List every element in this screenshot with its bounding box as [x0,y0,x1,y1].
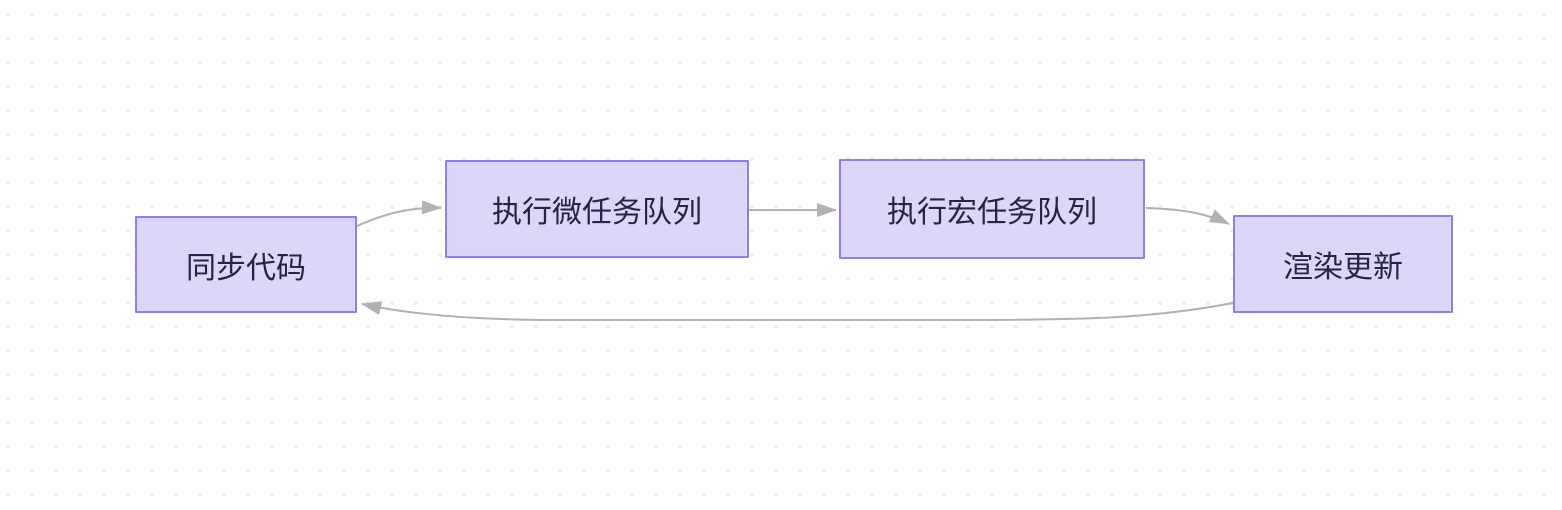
flow-node-micro-task-queue[interactable]: 执行微任务队列 [445,160,749,258]
flow-node-label: 执行微任务队列 [492,196,702,229]
edge-render-to-sync[interactable] [361,301,1234,321]
flow-node-sync-code[interactable]: 同步代码 [135,216,357,313]
flow-node-label: 执行宏任务队列 [887,196,1097,229]
edge-macro-to-render[interactable] [1145,207,1230,225]
edge-sync-to-micro[interactable] [356,200,442,227]
flow-node-label: 渲染更新 [1283,251,1403,284]
flow-node-render-update[interactable]: 渲染更新 [1233,215,1453,313]
flow-node-macro-task-queue[interactable]: 执行宏任务队列 [839,159,1145,259]
flow-node-label: 同步代码 [186,251,306,285]
